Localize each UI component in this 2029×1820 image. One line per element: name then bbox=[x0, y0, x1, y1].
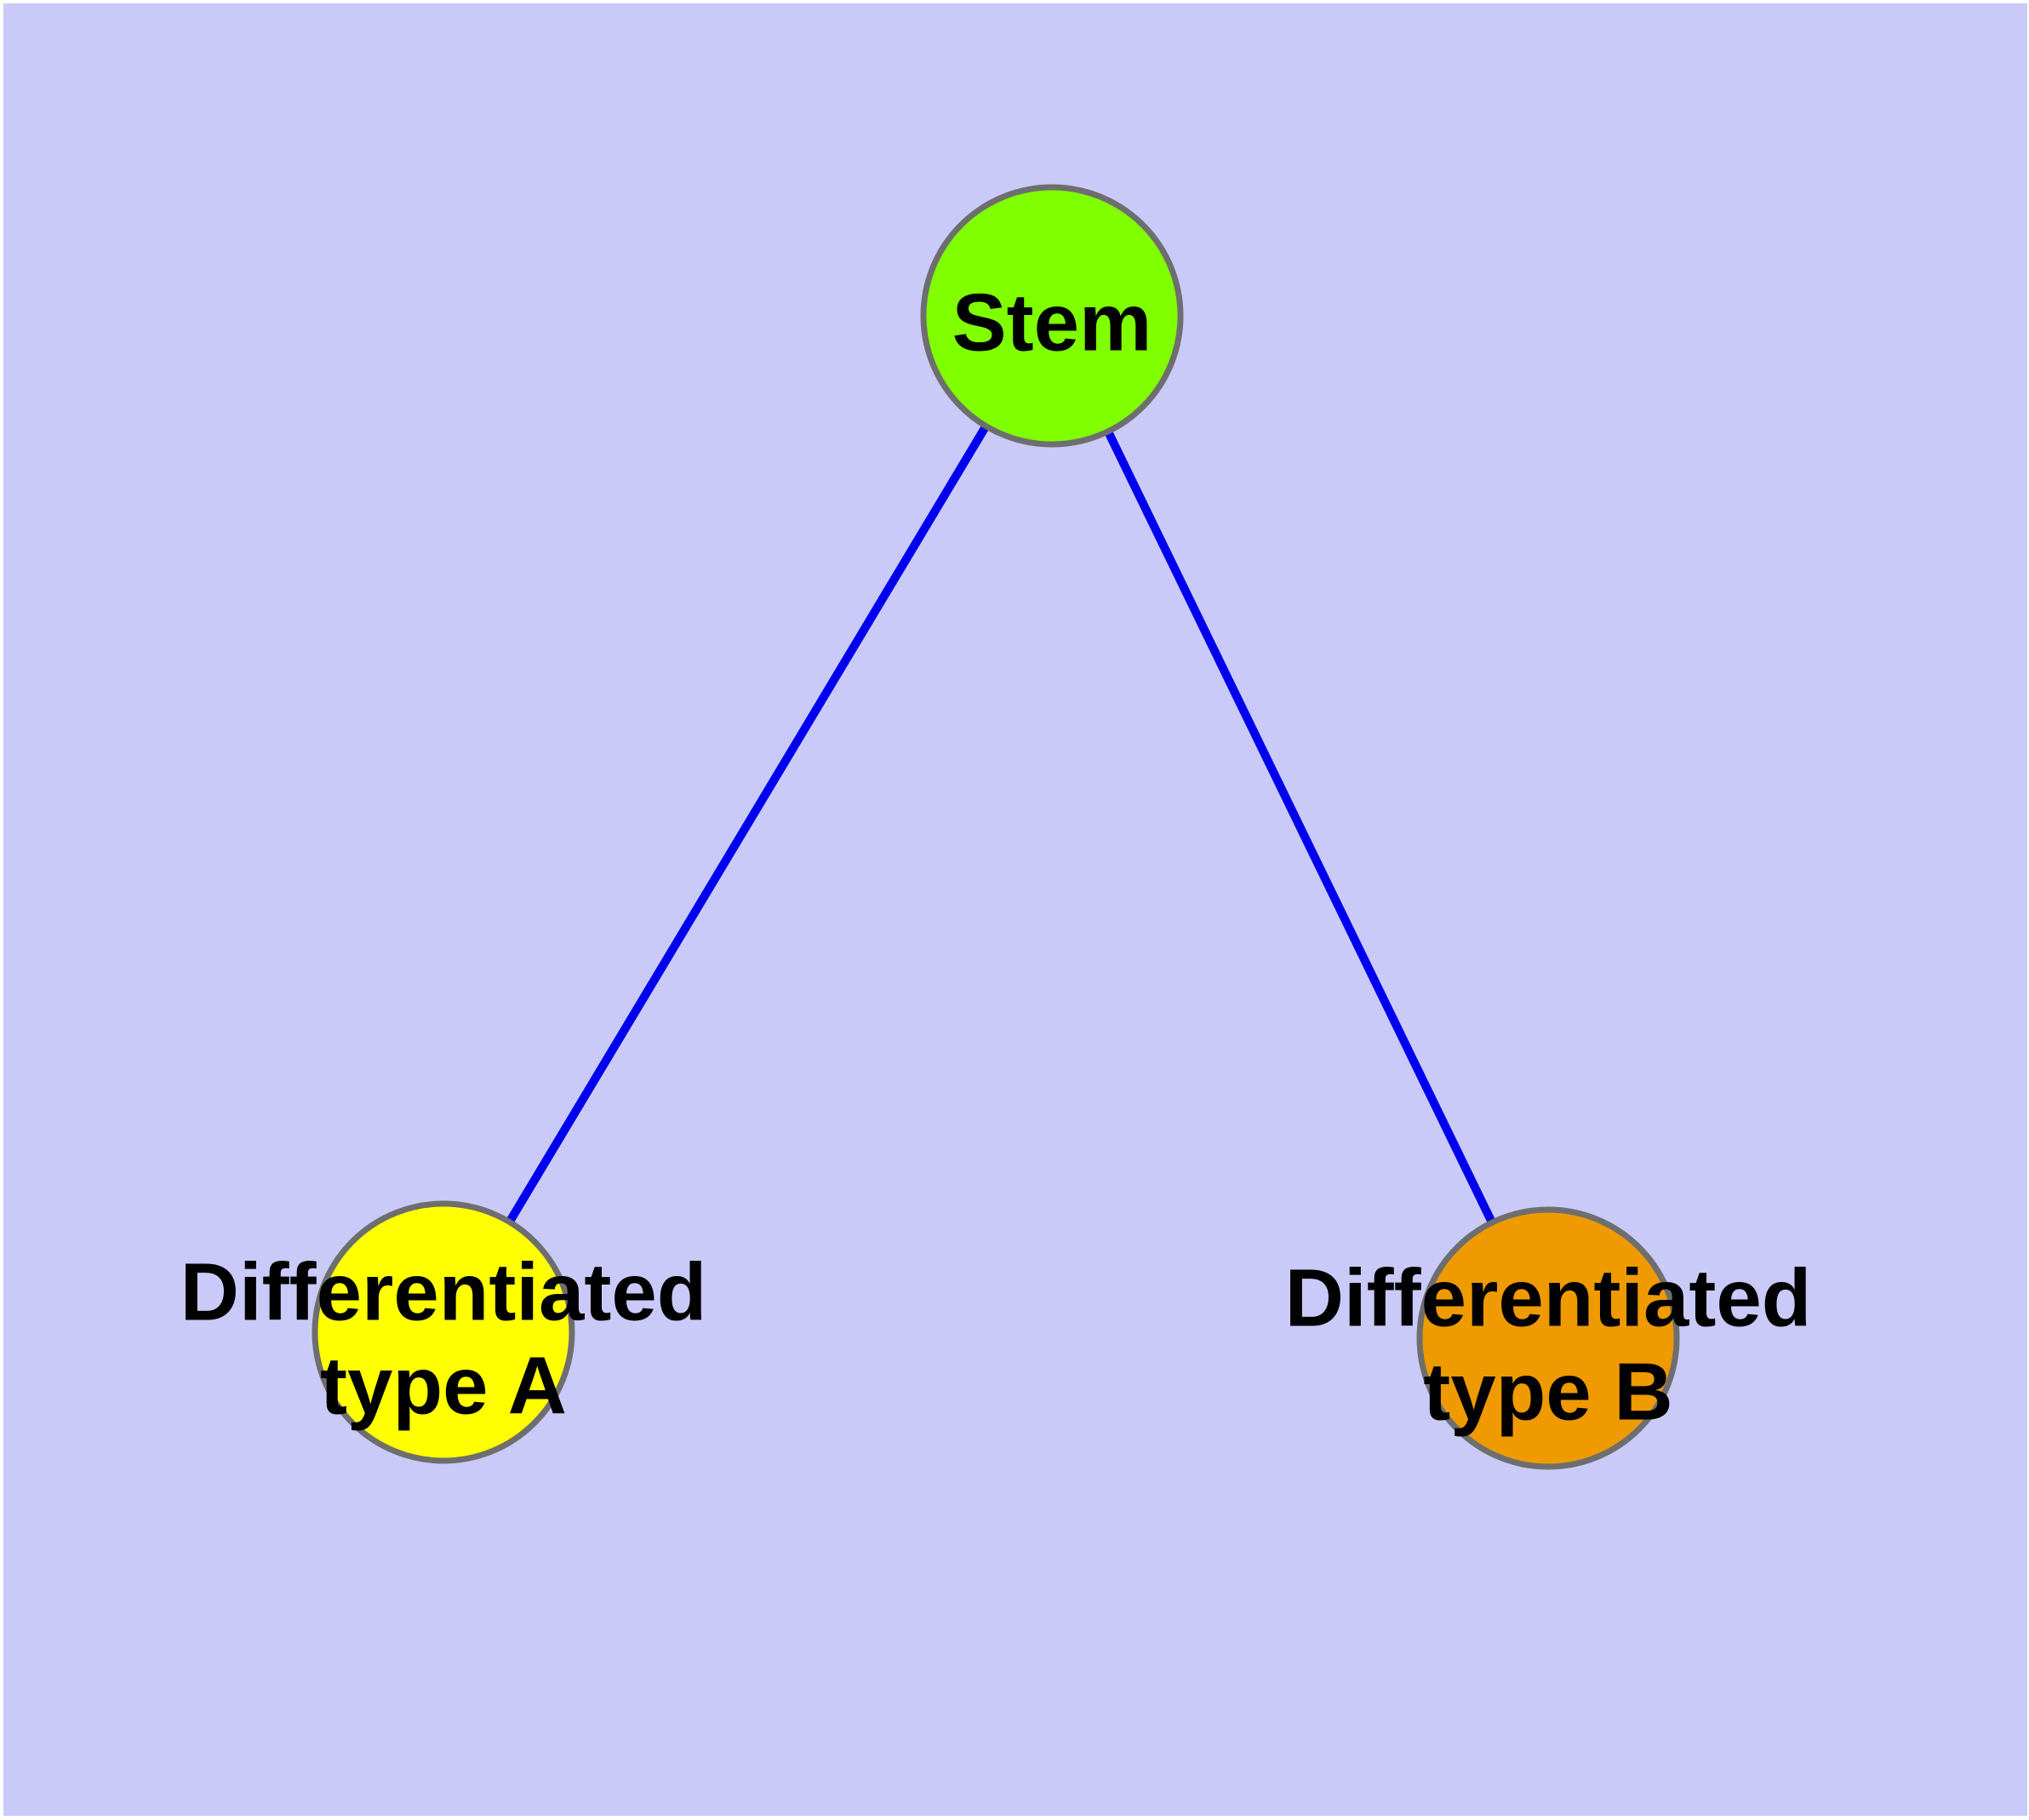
node-label-line-differentiated-type-a-1: type A bbox=[320, 1341, 567, 1432]
edge-stem-to-differentiated-type-b bbox=[1048, 313, 1552, 1341]
node-label-line-differentiated-type-a-0: Differentiated bbox=[180, 1247, 707, 1338]
node-differentiated-type-b bbox=[1416, 1206, 1680, 1470]
node-label-line-differentiated-type-b-0: Differentiated bbox=[1285, 1253, 1812, 1344]
node-stem bbox=[920, 184, 1184, 448]
node-label-line-differentiated-type-b-1: type B bbox=[1423, 1347, 1672, 1438]
edge-stem-to-differentiated-type-a bbox=[439, 313, 1056, 1335]
node-label-line-stem-0: Stem bbox=[952, 278, 1152, 369]
node-differentiated-type-a bbox=[311, 1200, 575, 1464]
node-label-stem: Stem bbox=[952, 278, 1152, 369]
